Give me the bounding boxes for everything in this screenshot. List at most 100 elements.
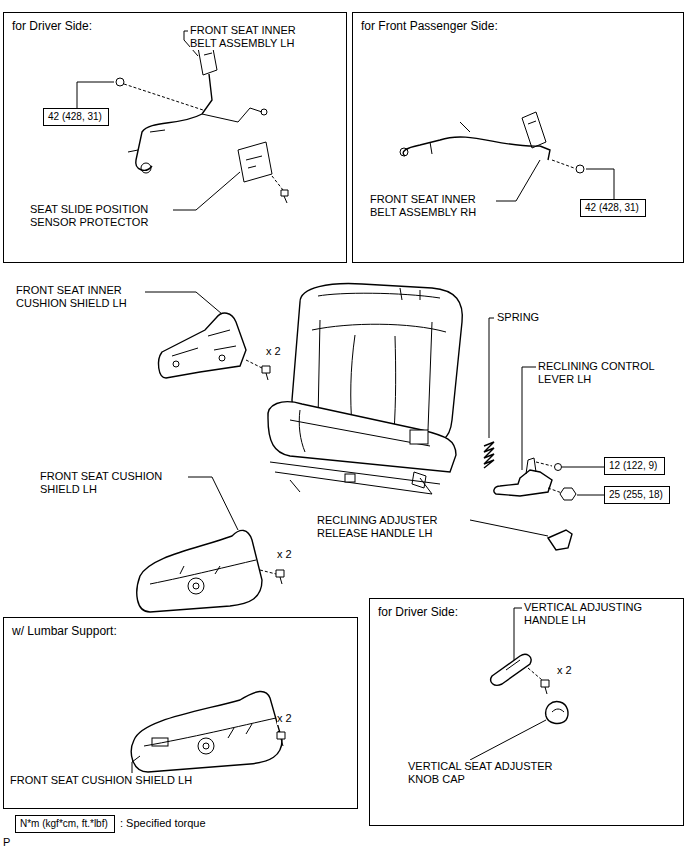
leader-line <box>145 292 222 314</box>
cushion-shield <box>150 560 256 584</box>
torque-bolt <box>124 84 203 110</box>
leader-line <box>188 477 238 530</box>
torque-value: 42 (428, 31) <box>581 200 645 216</box>
cushion-shield-lumbar <box>203 743 209 749</box>
torque-box: 12 (122, 9) <box>604 457 665 475</box>
seat-assembly <box>345 474 355 482</box>
reclining-control-lever <box>494 470 552 496</box>
reclining-control-lever <box>560 488 576 500</box>
leader-line <box>586 169 614 199</box>
vertical-adjusting-handle <box>491 654 549 694</box>
inner-cushion-shield <box>266 373 268 380</box>
leader-line <box>577 495 604 496</box>
cushion-shield <box>137 530 262 612</box>
leader-line <box>489 318 494 438</box>
sensor-protector <box>238 142 272 182</box>
panel-heading: w/ Lumbar Support: <box>4 618 357 638</box>
panel-heading: for Front Passenger Side: <box>353 13 683 33</box>
inner-belt-rh <box>528 121 536 124</box>
spring <box>484 442 494 468</box>
part-name: FRONT SEAT CUSHION SHIELD LH <box>10 774 192 787</box>
release-handle <box>548 530 572 550</box>
seat-assembly <box>268 284 462 494</box>
torque-box: 42 (428, 31) <box>43 108 109 126</box>
reclining-control-lever <box>536 462 552 466</box>
inner-belt-rh <box>403 137 540 156</box>
sensor-protector <box>272 176 283 190</box>
vertical-adjusting-handle <box>541 680 549 687</box>
cushion-shield <box>276 570 284 577</box>
vertical-adjusting-handle <box>545 687 547 694</box>
inner-belt-rh <box>400 148 408 156</box>
leader-line <box>562 467 604 468</box>
reclining-control-lever <box>494 458 576 500</box>
seat-assembly <box>312 293 446 430</box>
cushion-shield-lumbar <box>131 691 285 772</box>
reclining-control-lever <box>548 488 562 493</box>
quantity-note: x 2 <box>266 345 281 358</box>
part-name: RECLINING ADJUSTER RELEASE HANDLE LH <box>317 514 469 540</box>
seat-assembly <box>290 410 430 452</box>
inner-belt-lh <box>128 130 165 152</box>
knob-cap <box>546 702 568 724</box>
part-name: SEAT SLIDE POSITION SENSOR PROTECTOR <box>30 203 172 229</box>
torque-value: N*m (kgf*cm, ft.*lbf) <box>16 816 114 832</box>
leader-line <box>132 756 140 773</box>
sensor-protector <box>284 196 287 203</box>
seat-assembly <box>410 430 428 444</box>
leader-line <box>470 608 546 760</box>
part-name: FRONT SEAT CUSHION SHIELD LH <box>40 470 186 496</box>
vertical-adjusting-handle <box>491 654 531 685</box>
spring <box>484 442 494 468</box>
inner-belt-lh <box>261 109 267 115</box>
leader-line <box>514 608 522 660</box>
leader-line <box>188 477 238 530</box>
part-name: FRONT SEAT INNER BELT ASSEMBLY RH <box>370 193 494 219</box>
torque-value: 12 (122, 9) <box>605 458 664 474</box>
inner-cushion-shield <box>246 360 262 368</box>
cushion-shield-lumbar <box>281 739 283 746</box>
cushion-shield-lumbar <box>144 718 276 746</box>
sensor-protector <box>281 190 288 196</box>
inner-belt-rh <box>576 165 584 173</box>
sensor-protector <box>238 142 288 203</box>
seat-assembly <box>270 462 440 494</box>
vertical-adjusting-handle <box>528 668 542 680</box>
quantity-note: x 2 <box>277 548 292 561</box>
variant-panel: for Driver Side: <box>369 598 684 826</box>
sensor-protector <box>246 156 262 168</box>
knob-cap <box>546 702 568 724</box>
torque-box: 42 (428, 31) <box>580 199 646 217</box>
seat-assembly <box>412 472 426 488</box>
quantity-note: x 2 <box>277 712 292 725</box>
variant-panel: for Front Passenger Side: 42 (428, 31) <box>352 12 684 263</box>
cushion-shield <box>280 577 282 584</box>
leader-line <box>470 520 548 536</box>
inner-cushion-shield <box>159 313 270 380</box>
torque-bolt <box>116 78 124 86</box>
cushion-shield <box>188 578 204 594</box>
leader-line <box>470 720 546 760</box>
inner-belt-rh <box>400 112 584 173</box>
cushion-shield <box>137 530 284 612</box>
leader-line <box>470 520 548 536</box>
leader-line <box>145 292 222 314</box>
part-name: VERTICAL ADJUSTING HANDLE LH <box>524 601 664 627</box>
reclining-control-lever <box>526 458 536 474</box>
cushion-shield-lumbar <box>277 732 285 739</box>
part-name: RECLINING CONTROL LEVER LH <box>538 360 676 386</box>
leader-line <box>173 172 240 210</box>
cushion-shield-lumbar <box>198 738 214 754</box>
seat-assembly <box>268 402 456 472</box>
inner-belt-rh <box>522 112 546 148</box>
leader-line <box>132 756 140 773</box>
inner-cushion-shield <box>159 313 246 378</box>
inner-cushion-shield <box>219 355 225 361</box>
part-name: SPRING <box>497 311 539 324</box>
inner-belt-lh <box>202 74 212 114</box>
reclining-control-lever <box>555 464 562 471</box>
page-code: P <box>3 836 10 849</box>
leader-line <box>496 160 614 201</box>
